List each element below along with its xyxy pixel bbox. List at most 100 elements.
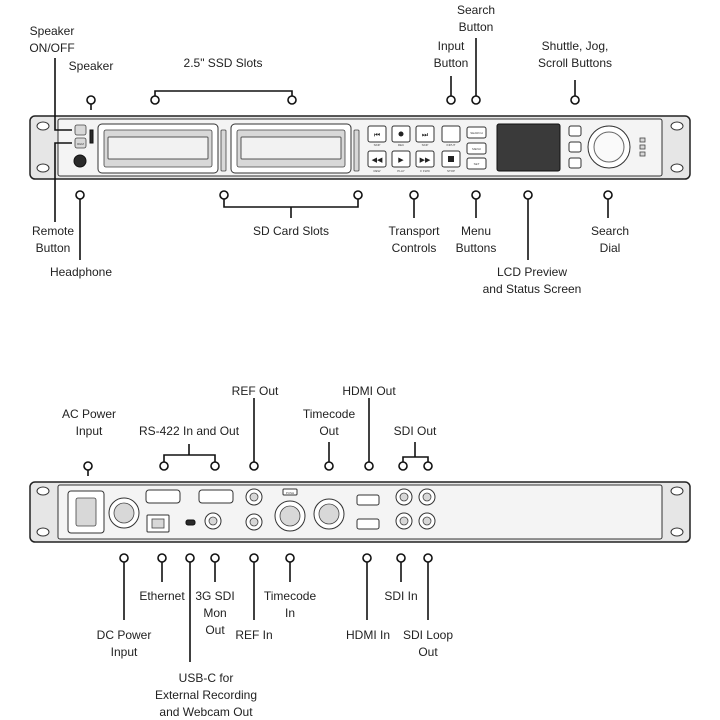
- rack-hole: [670, 527, 684, 537]
- headphone-jack: [73, 154, 87, 168]
- label-rs422: RS-422 In and Out: [139, 424, 240, 438]
- bnc-core: [249, 492, 259, 502]
- menu-button: [466, 142, 487, 155]
- label-hdmi-in: HDMI In: [346, 628, 390, 642]
- bnc-core: [249, 517, 259, 527]
- bnc-core: [399, 516, 409, 526]
- speaker-callout-dot: [86, 95, 96, 105]
- skip-forward-print: SKIP: [422, 143, 429, 147]
- timecode-out-socket: [318, 503, 340, 525]
- scroll-button: [568, 157, 582, 169]
- rs422-callout-dot: [159, 461, 169, 471]
- timecode-in-callout-dot: [285, 553, 295, 563]
- shuttle-button: [568, 125, 582, 137]
- bnc-core: [422, 492, 432, 502]
- label-ref-in: REF In: [235, 628, 272, 642]
- fast-forward-print: F FWD: [420, 169, 430, 173]
- transport-callout-dot: [409, 190, 419, 200]
- rack-hole: [36, 486, 50, 496]
- rs422-out-port: [198, 489, 234, 504]
- hdmi-in-port: [356, 518, 380, 530]
- headphone-callout-dot: [75, 190, 85, 200]
- fast-forward-icon: ▶▶: [420, 157, 431, 164]
- label-headphone: Headphone: [50, 265, 112, 279]
- remote-button: [74, 137, 87, 149]
- timecode-out-callout-dot: [324, 461, 334, 471]
- sdi-mon-callout-dot: [210, 553, 220, 563]
- shuttle-callout-dot: [570, 95, 580, 105]
- rack-hole: [36, 163, 50, 173]
- rewind-icon: ◀◀: [372, 157, 383, 164]
- ac-inlet-socket: [75, 497, 97, 527]
- push-latch: [282, 488, 298, 496]
- sd-card-slot-2: [353, 129, 360, 172]
- set-button-print: SET: [474, 162, 480, 166]
- stop-print: STOP: [447, 169, 455, 173]
- remote-button-print: REM: [77, 142, 84, 146]
- menu-callout-dot: [471, 190, 481, 200]
- skip-back-icon: ⏮: [374, 132, 380, 139]
- speaker-onoff-button: [74, 124, 87, 136]
- rs422-callout-dot: [210, 461, 220, 471]
- skip-back-print: SKIP: [374, 143, 381, 147]
- search-dial-inner: [593, 131, 625, 163]
- play-button: [391, 150, 411, 168]
- rack-hole: [36, 527, 50, 537]
- label-shuttle: Shuttle, Jog,Scroll Buttons: [538, 39, 612, 70]
- input-callout-dot: [446, 95, 456, 105]
- label-ssd-slots: 2.5" SSD Slots: [184, 56, 263, 70]
- rack-hole: [36, 121, 50, 131]
- rear-callouts: [83, 398, 433, 662]
- rack-hole: [670, 486, 684, 496]
- rack-hole: [670, 121, 684, 131]
- ref-out-callout-dot: [249, 461, 259, 471]
- bnc-core: [399, 492, 409, 502]
- label-sdi-in: SDI In: [384, 589, 417, 603]
- play-icon: ▶: [398, 157, 404, 164]
- ssd-callout-dot: [287, 95, 297, 105]
- bnc-core: [422, 516, 432, 526]
- dial-callout-dot: [603, 190, 613, 200]
- front-panel: REM ⏮ SKIP REC ⏭ SKIP INPUT ◀: [29, 115, 691, 180]
- record-print: REC: [398, 143, 405, 147]
- set-button: [466, 157, 487, 170]
- sd-card-slot-1: [220, 129, 227, 172]
- ssd-callout-dot: [150, 95, 160, 105]
- skip-forward-button: [415, 125, 435, 143]
- sdi-out-callout-dot: [398, 461, 408, 471]
- ref-in-callout-dot: [249, 553, 259, 563]
- play-print: PLAY: [397, 169, 404, 173]
- input-button: [441, 125, 461, 143]
- sd-callout-dot: [219, 190, 229, 200]
- transport-controls: ⏮ SKIP REC ⏭ SKIP INPUT ◀◀ REW ▶ PLAY ▶▶…: [367, 125, 461, 173]
- indicator-led: [639, 144, 646, 150]
- fast-forward-button: [415, 150, 435, 168]
- usbc-callout-dot: [185, 553, 195, 563]
- speaker-grille: [89, 129, 94, 144]
- stop-icon: [448, 156, 454, 162]
- ethernet-socket: [151, 518, 165, 529]
- sdi-loop-callout-dot: [423, 553, 433, 563]
- usbc-port: [185, 519, 196, 526]
- search-button: [466, 126, 487, 139]
- lcd-callout-dot: [523, 190, 533, 200]
- rack-hole: [670, 163, 684, 173]
- bnc-core: [208, 516, 218, 526]
- label-speaker: Speaker: [69, 59, 114, 73]
- jog-button: [568, 141, 582, 153]
- input-print: INPUT: [447, 143, 456, 147]
- hdmi-in-callout-dot: [362, 553, 372, 563]
- sdi-out-callout-dot: [423, 461, 433, 471]
- rewind-button: [367, 150, 387, 168]
- rear-panel: PUSH: [29, 481, 691, 543]
